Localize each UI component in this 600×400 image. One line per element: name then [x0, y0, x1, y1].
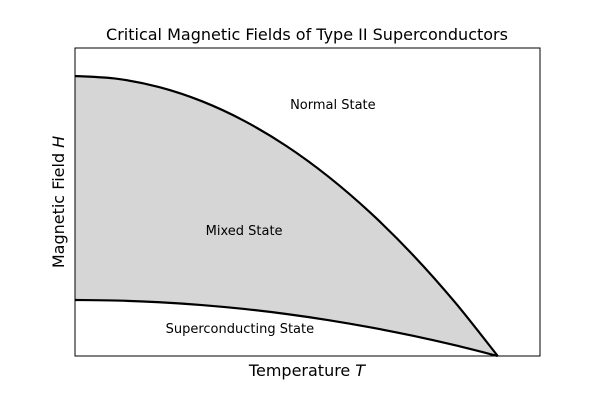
mixed-state-region: [75, 76, 498, 356]
region-label-mixed-state: Mixed State: [206, 224, 283, 239]
region-label-normal-state: Normal State: [290, 98, 376, 113]
plot-area: [74, 74, 499, 358]
axes-frame: [74, 47, 541, 357]
x-axis-label-symbol: T: [355, 361, 366, 380]
y-axis-label-symbol: H: [49, 136, 68, 148]
y-axis-label: Magnetic Field H: [49, 136, 68, 268]
y-axis-label-main: Magnetic Field: [49, 153, 68, 268]
series-line-lower: [74, 298, 498, 358]
x-axis-label: Temperature T: [248, 361, 366, 380]
region-label-superconducting-state: Superconducting State: [166, 322, 315, 337]
series-line-upper: [74, 74, 499, 357]
chart-title: Critical Magnetic Fields of Type II Supe…: [106, 25, 508, 44]
x-axis-label-main: Temperature: [248, 361, 350, 380]
